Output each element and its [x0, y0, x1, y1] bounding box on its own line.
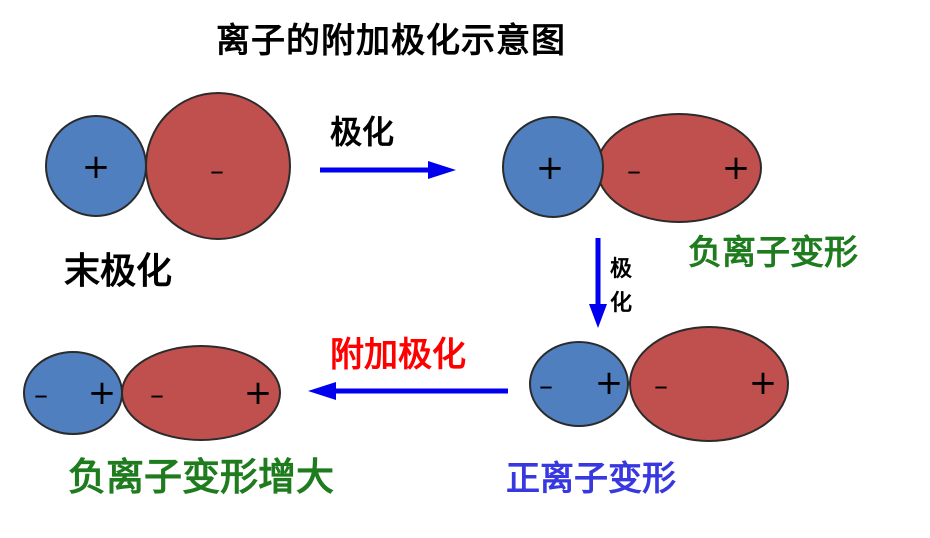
anion-ellipse: [629, 326, 789, 442]
anion-minus-sign: –: [210, 154, 224, 187]
cation-circle: [45, 115, 147, 217]
additional-polarization-arrow-left: [308, 382, 508, 400]
cation-plus-sign: +: [88, 373, 117, 413]
cation-plus-sign: +: [595, 363, 624, 403]
polarization-arrow-right: [320, 161, 456, 179]
cation-deformation-label: 正离子变形: [506, 459, 676, 499]
anion-minus-sign: –: [150, 378, 164, 411]
cation-plus-sign: +: [536, 148, 565, 188]
unpolarized-ion-pair: + –: [45, 92, 291, 240]
cation-minus-sign: –: [34, 378, 48, 411]
page-title: 离子的附加极化示意图: [216, 21, 566, 61]
polarization-arrow-down: [589, 238, 607, 328]
cation-ellipse: [23, 351, 123, 435]
anion-minus-sign: –: [627, 154, 641, 187]
additional-polarization-label: 附加极化: [330, 335, 466, 375]
anion-deformed-pair: + – +: [502, 113, 762, 223]
polarization-label: 极化: [330, 113, 395, 151]
additional-polarized-pair: – + – +: [23, 345, 281, 441]
cation-plus-sign: +: [82, 147, 111, 187]
anion-plus-sign: +: [749, 363, 778, 403]
anion-plus-sign: +: [244, 373, 273, 413]
polarization-vertical-label: 极化: [610, 257, 633, 316]
unpolarized-label: 末极化: [64, 251, 173, 292]
cation-minus-sign: –: [539, 369, 553, 402]
anion-deformation-label: 负离子变形: [688, 233, 858, 273]
cation-deformed-pair: – + – +: [529, 326, 789, 442]
anion-minus-sign: –: [654, 369, 668, 402]
cation-ellipse: [529, 341, 629, 427]
anion-deformation-increased-label: 负离子变形增大: [68, 455, 335, 499]
cation-circle: [502, 116, 604, 218]
anion-plus-sign: +: [722, 148, 751, 188]
